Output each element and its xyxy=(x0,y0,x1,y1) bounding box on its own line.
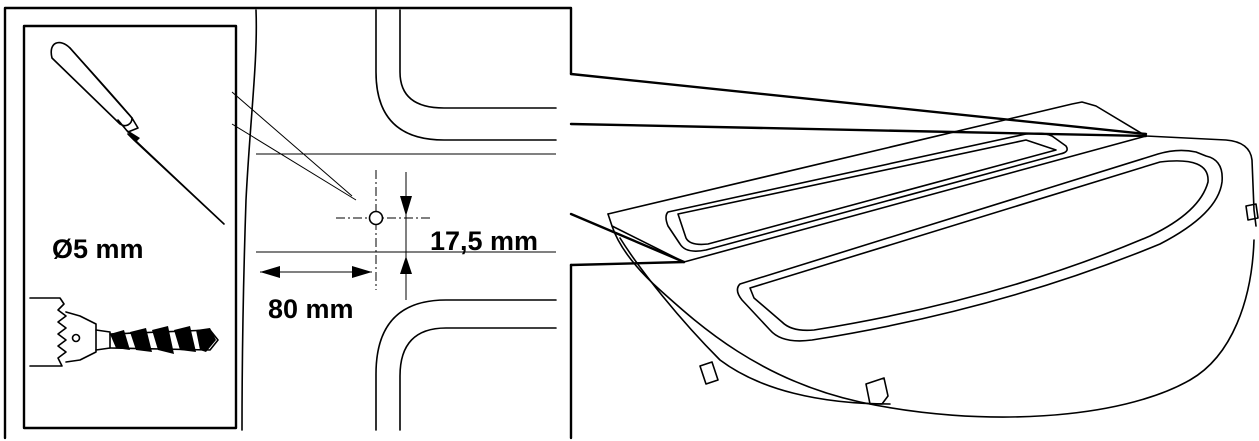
diameter-label: Ø5 mm xyxy=(52,234,144,264)
drill-chuck-icon xyxy=(29,297,219,367)
horizontal-offset-label: 80 mm xyxy=(268,294,354,324)
tools-inset: Ø5 mm xyxy=(22,24,238,430)
vertical-offset-label: 17,5 mm xyxy=(430,226,538,256)
hole-markup xyxy=(336,170,430,290)
parcel-shelf xyxy=(607,101,1259,418)
zoom-callout-lines xyxy=(569,72,1148,267)
panel-detail xyxy=(231,9,557,431)
drill-hole xyxy=(368,210,384,226)
awl-icon xyxy=(50,41,225,225)
vertical-dimension: 17,5 mm xyxy=(400,172,538,300)
detail-frame xyxy=(3,6,573,440)
horizontal-dimension: 80 mm xyxy=(260,266,372,324)
